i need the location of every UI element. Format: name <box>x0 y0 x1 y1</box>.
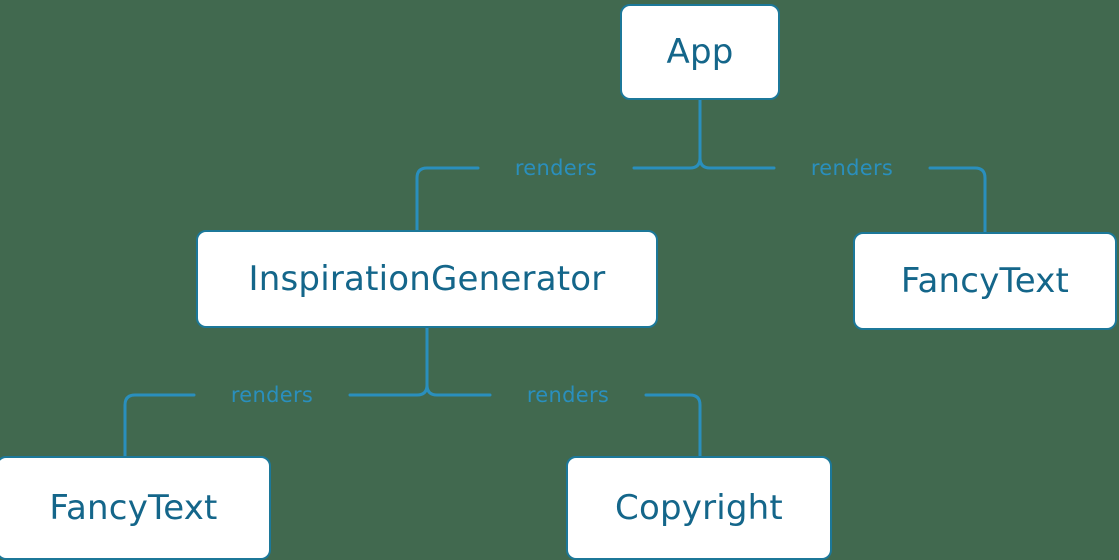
node-copyright: Copyright <box>566 456 832 560</box>
node-copyright-label: Copyright <box>615 488 783 528</box>
node-fancytext-right-label: FancyText <box>900 261 1070 301</box>
node-fancytext-right: FancyText <box>853 232 1117 330</box>
edge-label-inspirationgenerator-copyright: renders <box>526 383 610 407</box>
node-app-label: App <box>666 32 734 72</box>
edge-inspirationgenerator-to-copyright <box>425 326 702 458</box>
node-inspirationgenerator-label: InspirationGenerator <box>248 259 606 299</box>
edge-app-to-fancytext-right <box>698 98 987 234</box>
edge-label-app-inspirationgenerator: renders <box>514 156 598 180</box>
node-fancytext-left-label: FancyText <box>49 488 218 528</box>
node-inspirationgenerator: InspirationGenerator <box>196 230 658 328</box>
edge-label-inspirationgenerator-fancytext: renders <box>230 383 314 407</box>
node-app: App <box>620 4 780 100</box>
edge-label-app-fancytext: renders <box>810 156 894 180</box>
node-fancytext-left: FancyText <box>0 456 271 560</box>
